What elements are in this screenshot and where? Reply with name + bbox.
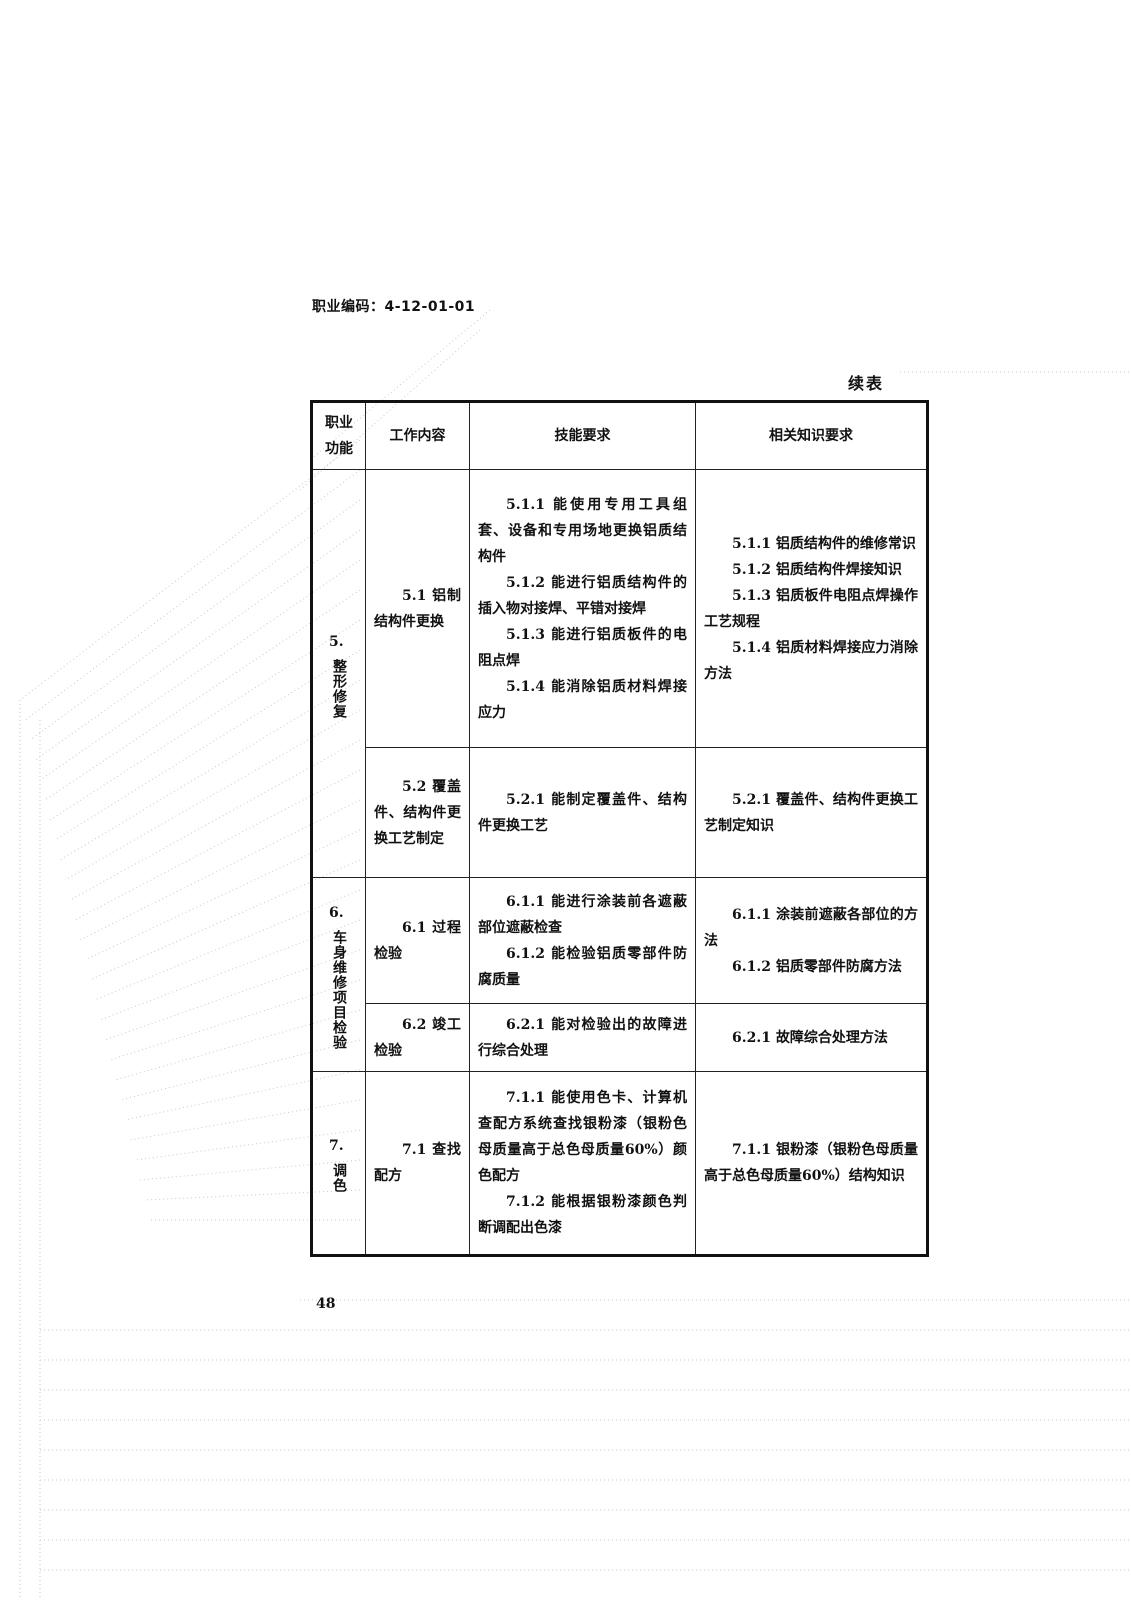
table-row: 5.2 覆盖件、结构件更换工艺制定 5.2.1 能制定覆盖件、结构件更换工艺 5…	[312, 747, 928, 878]
skills-cell: 6.2.1 能对检验出的故障进行综合处理	[469, 1003, 696, 1072]
function-cell-6: 6. 车身维修项目检验	[311, 877, 366, 1072]
table-header-row: 职业 功能 工作内容 技能要求 相关知识要求	[311, 401, 928, 470]
page-number: 48	[316, 1296, 336, 1312]
occupation-code: 职业编码：4-12-01-01	[312, 299, 476, 315]
header-function: 职业 功能	[311, 401, 366, 470]
knowledge-cell: 5.2.1 覆盖件、结构件更换工艺制定知识	[695, 747, 928, 878]
table-row: 5. 整形修复 5.1 铝制结构件更换 5.1.1 能使用专用工具组套、设备和专…	[311, 469, 928, 878]
work-content-cell: 6.2 竣工检验	[365, 1003, 470, 1072]
function-cell-7: 7. 调色	[311, 1071, 366, 1256]
function-cell-5: 5. 整形修复	[311, 469, 366, 878]
knowledge-cell: 6.2.1 故障综合处理方法	[695, 1003, 928, 1072]
work-content-cell: 7.1 查找配方	[365, 1071, 470, 1256]
skills-cell: 5.1.1 能使用专用工具组套、设备和专用场地更换铝质结构件 5.1.2 能进行…	[469, 469, 696, 748]
table-row: 6. 车身维修项目检验 6.1 过程检验 6.1.1 能进行涂装前各遮蔽部位遮蔽…	[311, 877, 928, 1072]
work-content-cell: 5.1 铝制结构件更换	[365, 469, 470, 748]
continued-label: 续表	[848, 374, 885, 393]
header-work-content: 工作内容	[365, 401, 470, 470]
skills-cell: 6.1.1 能进行涂装前各遮蔽部位遮蔽检查 6.1.2 能检验铝质零部件防腐质量	[469, 877, 696, 1004]
header-skills: 技能要求	[469, 401, 696, 470]
occupational-standard-table: 职业 功能 工作内容 技能要求 相关知识要求 5. 整形修复 5.1 铝制结构件…	[310, 400, 929, 1257]
knowledge-cell: 5.1.1 铝质结构件的维修常识 5.1.2 铝质结构件焊接知识 5.1.3 铝…	[695, 469, 928, 748]
skills-cell: 5.2.1 能制定覆盖件、结构件更换工艺	[469, 747, 696, 878]
skills-cell: 7.1.1 能使用色卡、计算机查配方系统查找银粉漆（银粉色母质量高于总色母质量6…	[469, 1071, 696, 1256]
table-row: 6.2 竣工检验 6.2.1 能对检验出的故障进行综合处理 6.2.1 故障综合…	[312, 1003, 928, 1072]
knowledge-cell: 6.1.1 涂装前遮蔽各部位的方法 6.1.2 铝质零部件防腐方法	[695, 877, 928, 1004]
table-row: 7. 调色 7.1 查找配方 7.1.1 能使用色卡、计算机查配方系统查找银粉漆…	[311, 1071, 928, 1256]
work-content-cell: 6.1 过程检验	[365, 877, 470, 1004]
header-knowledge: 相关知识要求	[695, 401, 928, 470]
work-content-cell: 5.2 覆盖件、结构件更换工艺制定	[365, 747, 470, 878]
knowledge-cell: 7.1.1 银粉漆（银粉色母质量高于总色母质量60%）结构知识	[695, 1071, 928, 1256]
